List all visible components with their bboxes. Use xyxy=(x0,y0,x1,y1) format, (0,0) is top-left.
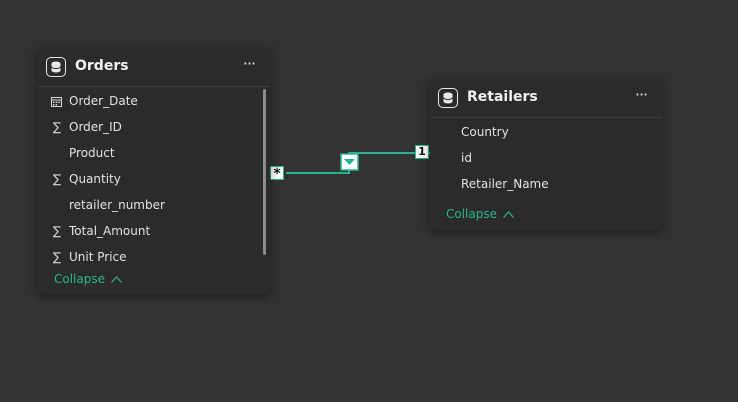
field-country[interactable]: Country xyxy=(461,125,509,139)
many-cardinality-badge: * xyxy=(270,166,284,182)
filter-direction-icon[interactable] xyxy=(340,153,359,171)
orders-scrollbar[interactable] xyxy=(263,89,266,255)
field-quantity[interactable]: ∑ Quantity xyxy=(38,167,258,191)
field-total-amount[interactable]: ∑ Total_Amount xyxy=(38,219,258,243)
field-unit-price[interactable]: ∑ Unit Price xyxy=(38,245,258,269)
retailers-title: Retailers xyxy=(467,89,538,105)
sigma-icon: ∑ xyxy=(52,120,62,134)
field-order-date[interactable]: Order_Date xyxy=(38,89,258,113)
orders-collapse-link[interactable]: Collapse xyxy=(54,272,122,286)
field-order-id[interactable]: ∑ Order_ID xyxy=(38,115,258,139)
table-icon xyxy=(438,88,458,108)
chevron-up-icon xyxy=(110,276,122,283)
table-icon xyxy=(46,57,66,77)
sigma-icon: ∑ xyxy=(52,250,62,264)
field-retailer-name[interactable]: Retailer_Name xyxy=(461,177,549,191)
sigma-icon: ∑ xyxy=(52,224,62,238)
orders-header[interactable]: Orders ··· xyxy=(38,48,270,87)
orders-title: Orders xyxy=(75,58,129,74)
sigma-icon: ∑ xyxy=(52,172,62,186)
orders-more-options-icon[interactable]: ··· xyxy=(242,54,256,73)
field-id[interactable]: id xyxy=(461,151,472,165)
one-cardinality-badge: 1 xyxy=(415,145,429,159)
orders-table-card[interactable]: Orders ··· Order_Date ∑ Order_ID Product… xyxy=(38,48,270,294)
retailers-collapse-link[interactable]: Collapse xyxy=(446,207,514,221)
chevron-up-icon xyxy=(502,211,514,218)
retailers-more-options-icon[interactable]: ··· xyxy=(634,85,648,104)
field-product[interactable]: Product xyxy=(69,146,115,160)
retailers-header[interactable]: Retailers ··· xyxy=(430,79,662,118)
retailers-table-card[interactable]: Retailers ··· Country id Retailer_Name C… xyxy=(430,79,662,230)
field-retailer-number[interactable]: retailer_number xyxy=(69,198,165,212)
